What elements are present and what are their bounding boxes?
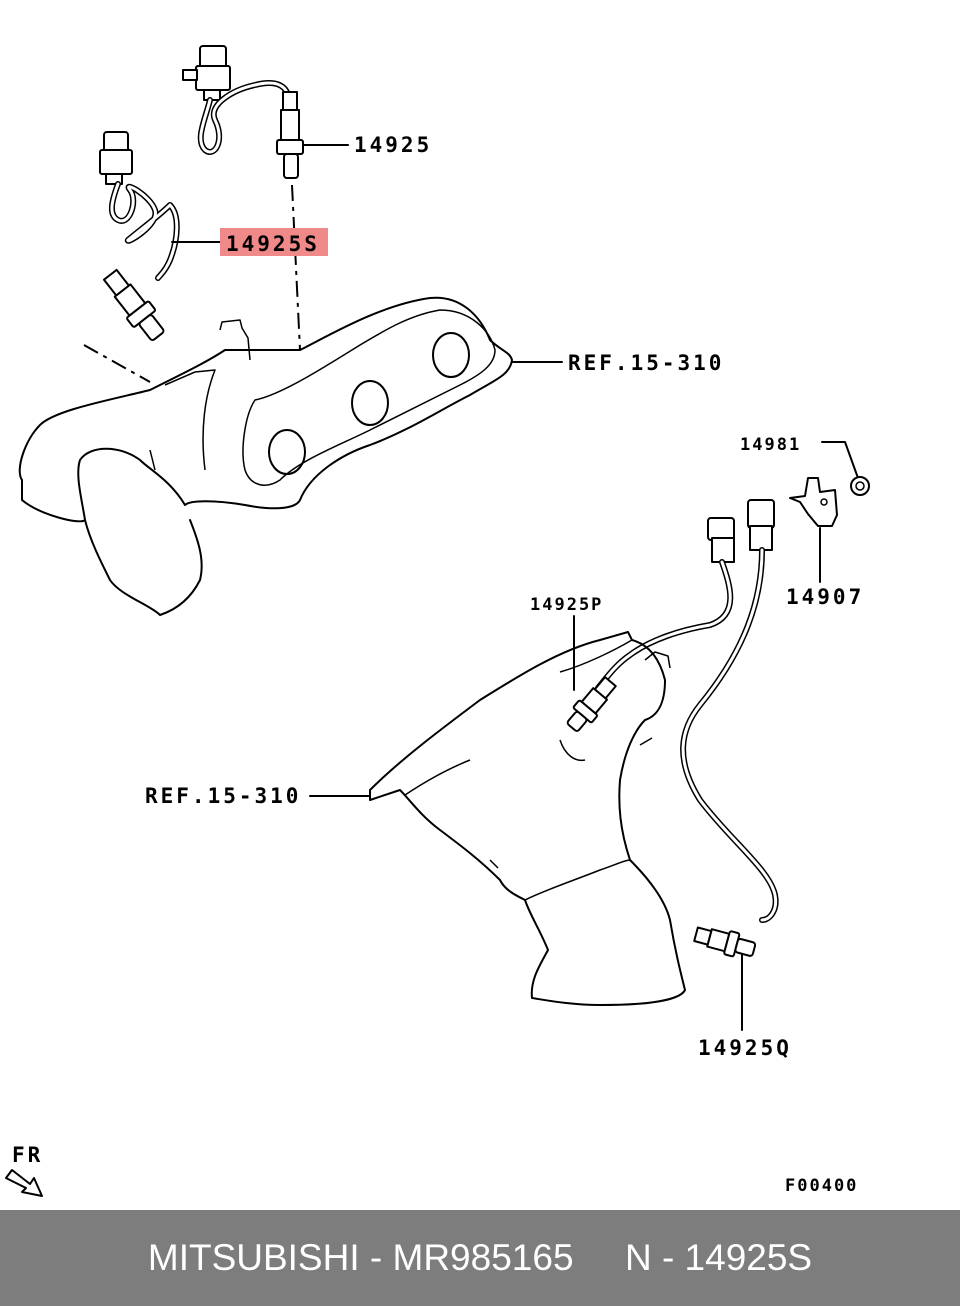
connector-14925q[interactable] bbox=[747, 499, 775, 551]
highlight-box bbox=[220, 228, 328, 256]
callout-14925s: 14925S bbox=[226, 232, 320, 256]
sensor-14925s[interactable] bbox=[99, 131, 180, 345]
bracket-14907[interactable] bbox=[789, 477, 838, 527]
footer-brand: MITSUBISHI bbox=[147, 1237, 360, 1278]
sensor-14925p[interactable] bbox=[563, 674, 620, 735]
footer-position-code: N - 14925S bbox=[624, 1237, 813, 1278]
parts-diagram: 14925 14925S REF.15-310 14981 bbox=[5, 45, 870, 1197]
bolt-14981[interactable] bbox=[850, 476, 870, 496]
callout-14925: 14925 bbox=[354, 133, 432, 157]
footer-banner: MITSUBISHI - MR985165 N - 14925S bbox=[0, 1210, 960, 1306]
footer-separator: - bbox=[369, 1237, 383, 1278]
callout-ref-lower: REF.15-310 bbox=[145, 784, 301, 808]
callout-14925p: 14925P bbox=[530, 595, 603, 615]
callout-14925q: 14925Q bbox=[698, 1036, 792, 1060]
figure-code: F00400 bbox=[785, 1176, 858, 1196]
direction-arrow-icon bbox=[5, 1169, 43, 1197]
direction-label: FR bbox=[12, 1143, 43, 1167]
footer-part-number: MR985165 bbox=[392, 1237, 574, 1278]
exhaust-manifold-upper bbox=[18, 296, 513, 616]
sensor-14925[interactable] bbox=[182, 45, 304, 179]
connector-14925p[interactable] bbox=[707, 517, 735, 563]
callout-14907: 14907 bbox=[786, 585, 864, 609]
callout-ref-upper: REF.15-310 bbox=[568, 351, 724, 375]
callout-14981: 14981 bbox=[740, 435, 801, 455]
sensor-14925q[interactable] bbox=[693, 923, 757, 962]
exhaust-manifold-lower bbox=[369, 631, 686, 1006]
